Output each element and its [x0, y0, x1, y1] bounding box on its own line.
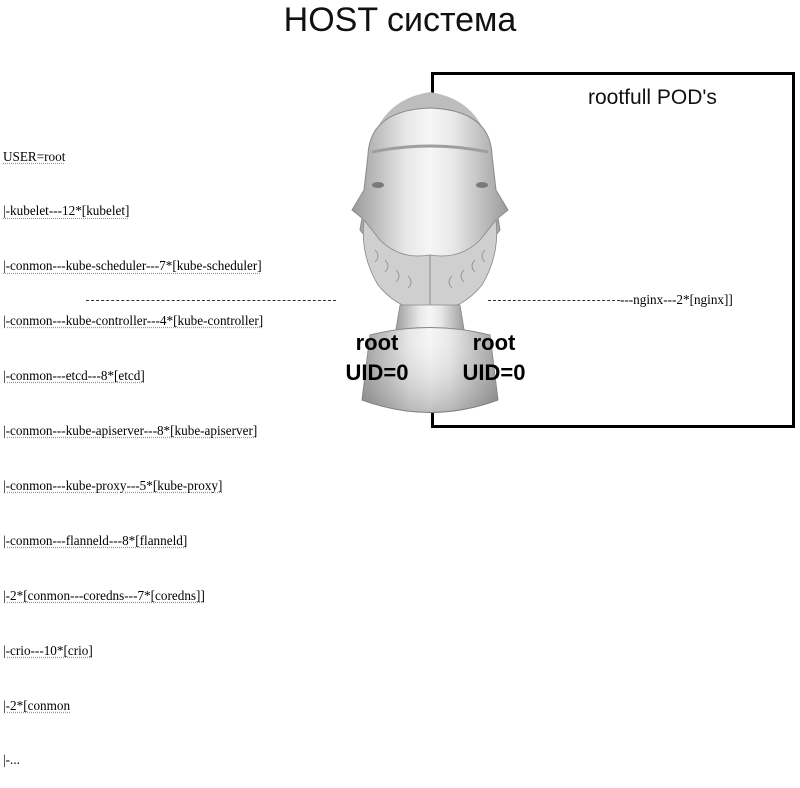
pod-root-user: root	[472, 330, 516, 355]
connector-dash-right	[488, 300, 620, 301]
janus-bust-icon	[351, 92, 509, 413]
tree-line-kube-controller: |-conmon---kube-controller---4*[kube-con…	[3, 313, 264, 329]
host-root-uid: UID=0	[345, 360, 409, 385]
pod-root-uid: UID=0	[462, 360, 526, 385]
tree-line-ellipsis: |-...	[3, 752, 20, 768]
page-title: HOST система	[283, 1, 517, 39]
tree-line-user: USER=root	[3, 148, 66, 164]
tree-line-kube-apiserver: |-conmon---kube-apiserver---8*[kube-apis…	[3, 423, 258, 439]
pod-box-label: rootfull POD's	[588, 86, 717, 109]
host-root-identity: root UID=0	[338, 328, 416, 388]
tree-line-kubelet: |-kubelet---12*[kubelet]	[3, 203, 130, 219]
host-root-user: root	[355, 330, 399, 355]
process-tree: USER=root |-kubelet---12*[kubelet] |-con…	[3, 111, 263, 788]
tree-line-kube-proxy: |-conmon---kube-proxy---5*[kube-proxy]	[3, 477, 223, 493]
tree-line-coredns: |-2*[conmon---coredns---7*[coredns]]	[3, 587, 205, 603]
tree-line-flanneld: |-conmon---flanneld---8*[flanneld]	[3, 532, 188, 548]
pod-root-identity: root UID=0	[455, 328, 533, 388]
nginx-process: ---nginx---2*[nginx]]	[620, 292, 733, 307]
tree-line-etcd: |-conmon---etcd---8*[etcd]	[3, 368, 145, 384]
connector-dash-left	[86, 300, 336, 301]
tree-line-conmon-nginx: |-2*[conmon	[3, 697, 71, 713]
tree-line-kube-scheduler: |-conmon---kube-scheduler---7*[kube-sche…	[3, 258, 262, 274]
tree-line-crio: |-crio---10*[crio]	[3, 642, 93, 658]
